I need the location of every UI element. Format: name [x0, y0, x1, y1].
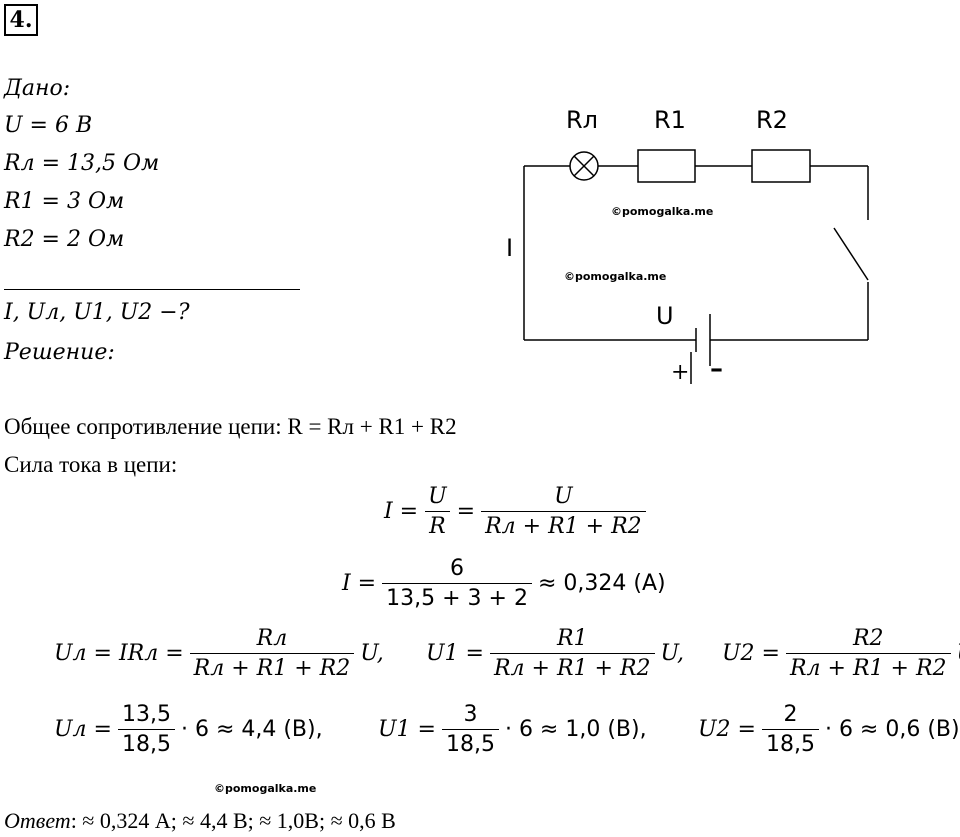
label-r1: R1 [654, 106, 686, 134]
formula-ul-tail: U, [360, 641, 384, 666]
formula-u1-lhs: U1 = [426, 641, 484, 666]
battery-plus: + [671, 360, 690, 385]
formula-current-calc-lhs: I = [342, 571, 377, 596]
formula-u2-lhs: U2 = [722, 641, 780, 666]
fraction-numerator: 2 [783, 702, 798, 727]
resistor-r1 [637, 149, 696, 183]
formula-u1-calc-tail: · 6 ≈ 1,0 (B), [504, 717, 647, 742]
fraction-u-over-r: U R [424, 484, 451, 539]
fraction-denominator: 18,5 [117, 729, 175, 757]
fraction-numerator: U [554, 484, 573, 509]
watermark-bottom: ©pomogalka.me [214, 782, 317, 795]
fraction-ul: Rл Rл + R1 + R2 [189, 626, 355, 681]
find-line: I, Uл, U1, U2 −? [4, 300, 190, 325]
fraction-denominator: Rл + R1 + R2 [189, 653, 355, 681]
fraction-denominator: Rл + R1 + R2 [785, 653, 951, 681]
label-current: I [506, 234, 514, 262]
answer-line: Ответ: ≈ 0,324 A; ≈ 4,4 B; ≈ 1,0B; ≈ 0,6… [4, 808, 396, 834]
formula-ul-calc-tail: · 6 ≈ 4,4 (B), [180, 717, 323, 742]
formula-u1-tail: U, [660, 641, 685, 666]
fraction-ul-calc: 13,5 18,5 [117, 702, 175, 757]
fraction-denominator: 18,5 [761, 729, 819, 757]
formula-ul-calc-lhs: Uл = [54, 717, 112, 742]
given-heading: Дано: [4, 76, 71, 101]
resistor-r2 [751, 149, 811, 183]
fraction-current-calc: 6 13,5 + 3 + 2 [382, 556, 532, 611]
total-resistance-line: Общее сопротивление цепи: R = Rл + R1 + … [4, 414, 457, 439]
current-label: Сила тока в цепи: [4, 452, 178, 477]
given-line-voltage: U = 6 В [4, 113, 93, 138]
fraction-u1: R1 Rл + R1 + R2 [489, 626, 655, 681]
formula-u2-calc: U2 = 2 18,5 · 6 ≈ 0,6 (B) [698, 702, 960, 757]
formula-u2-calc-lhs: U2 = [698, 717, 756, 742]
given-line-r1: R1 = 3 Ом [4, 189, 125, 214]
fraction-numerator: R2 [852, 626, 884, 651]
formula-current: I = U R = U Rл + R1 + R2 [384, 484, 652, 539]
equals-sign: = [456, 499, 476, 524]
given-separator [4, 289, 300, 290]
formula-u1-calc-lhs: U1 = [378, 717, 436, 742]
formula-u1: U1 = R1 Rл + R1 + R2 U, [426, 626, 684, 681]
fraction-numerator: Rл [256, 626, 288, 651]
watermark-circuit-1: ©pomogalka.me [611, 205, 714, 218]
fraction-numerator: 3 [463, 702, 478, 727]
switch-blade [833, 227, 869, 281]
fraction-numerator: U [428, 484, 447, 509]
formula-ul: Uл = IRл = Rл Rл + R1 + R2 U, [54, 626, 384, 681]
battery-minus: – [710, 354, 723, 384]
fraction-numerator: 6 [450, 556, 465, 581]
fraction-denominator: R [425, 511, 450, 539]
answer-label: Ответ [4, 808, 71, 833]
formula-current-result: ≈ 0,324 (A) [537, 571, 666, 596]
formula-u2-calc-tail: · 6 ≈ 0,6 (B) [824, 717, 960, 742]
fraction-u-over-sum: U Rл + R1 + R2 [481, 484, 646, 539]
fraction-numerator: R1 [556, 626, 588, 651]
fraction-u2-calc: 2 18,5 [761, 702, 819, 757]
problem-number: 4. [4, 4, 38, 36]
lamp-cross-2 [573, 155, 595, 177]
formula-ul-calc: Uл = 13,5 18,5 · 6 ≈ 4,4 (B), [54, 702, 323, 757]
watermark-circuit-2: ©pomogalka.me [564, 270, 667, 283]
given-line-r2: R2 = 2 Ом [4, 227, 125, 252]
solution-heading: Решение: [4, 340, 115, 365]
circuit-diagram [523, 149, 869, 384]
fraction-u1-calc: 3 18,5 [441, 702, 499, 757]
formula-u2-tail: U [957, 641, 960, 666]
formula-current-lhs: I = [384, 499, 419, 524]
answer-text: : ≈ 0,324 A; ≈ 4,4 B; ≈ 1,0B; ≈ 0,6 B [70, 808, 396, 833]
fraction-denominator: 18,5 [441, 729, 499, 757]
fraction-numerator: 13,5 [121, 702, 171, 727]
fraction-denominator: 13,5 + 3 + 2 [382, 583, 532, 611]
fraction-denominator: Rл + R1 + R2 [489, 653, 655, 681]
label-lamp-resistance: Rл [566, 106, 599, 134]
label-voltage: U [656, 302, 674, 330]
given-line-lamp: Rл = 13,5 Ом [4, 151, 160, 176]
fraction-u2: R2 Rл + R1 + R2 [785, 626, 951, 681]
formula-current-calc: I = 6 13,5 + 3 + 2 ≈ 0,324 (A) [342, 556, 666, 611]
fraction-denominator: Rл + R1 + R2 [481, 511, 646, 539]
formula-u2: U2 = R2 Rл + R1 + R2 U [722, 626, 960, 681]
formula-ul-lhs: Uл = IRл = [54, 641, 184, 666]
label-r2: R2 [756, 106, 788, 134]
formula-u1-calc: U1 = 3 18,5 · 6 ≈ 1,0 (B), [378, 702, 647, 757]
